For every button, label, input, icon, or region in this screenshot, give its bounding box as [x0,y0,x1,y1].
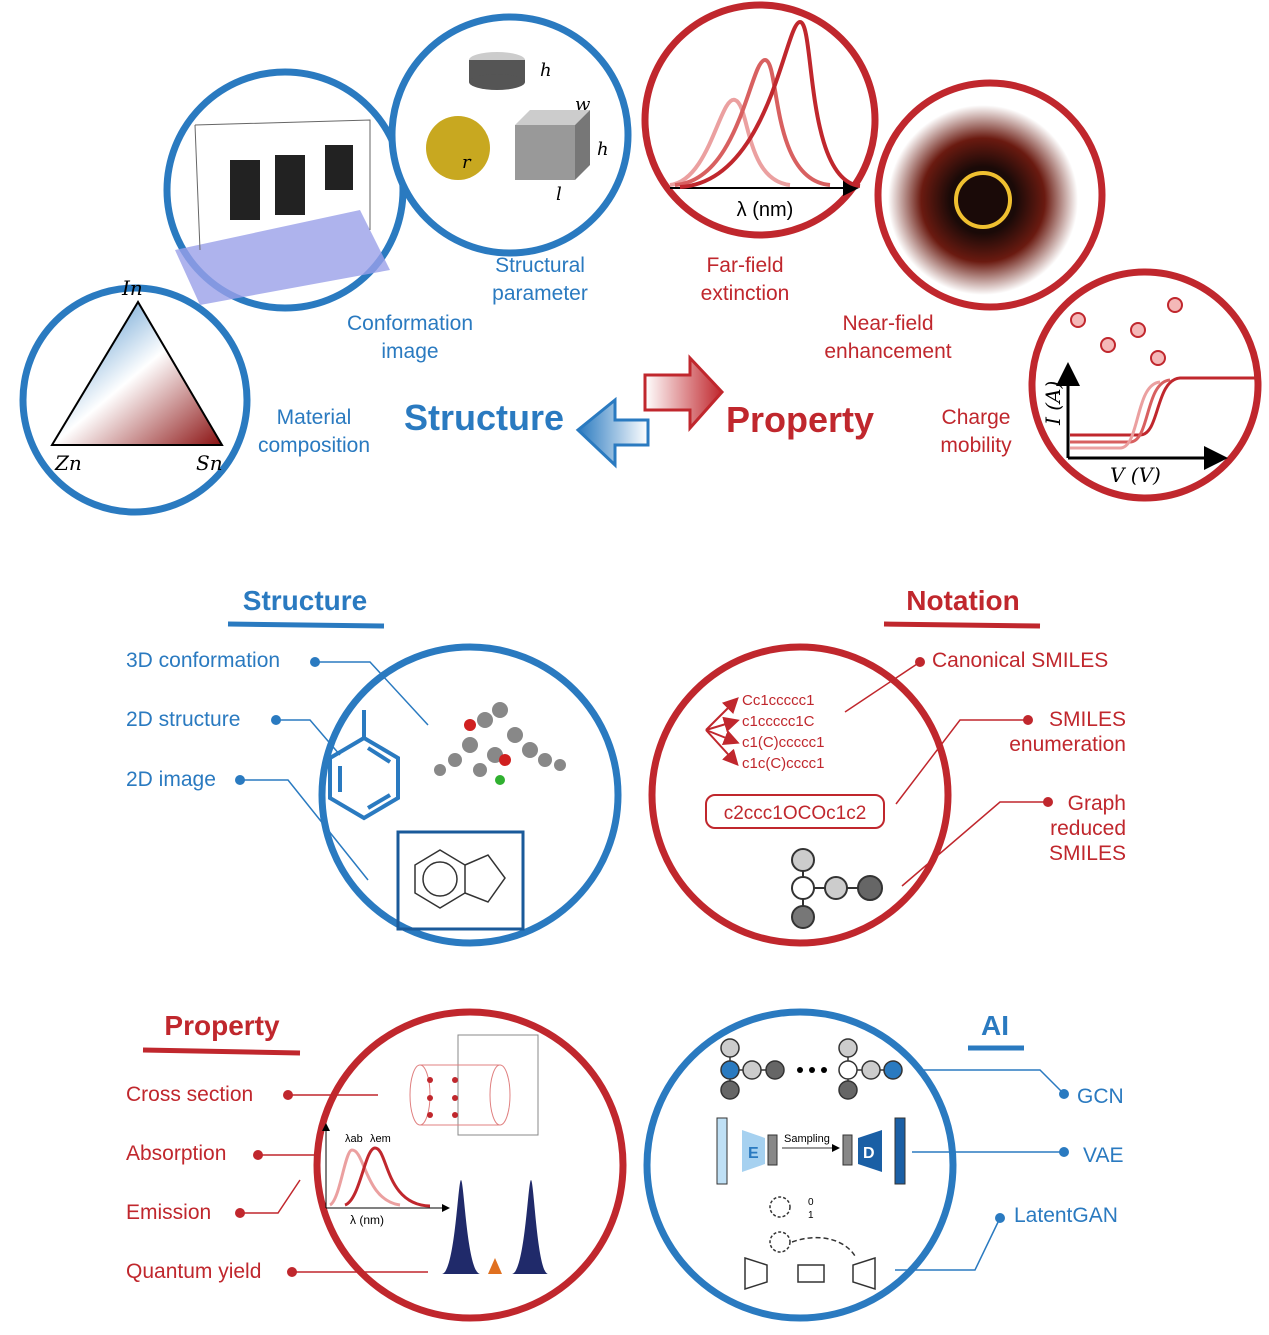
farfield-label: extinction [701,282,790,305]
near-field-circle [874,79,1106,311]
smiles-enumeration-label: SMILES [1049,708,1126,731]
nearfield-label: enhancement [824,340,951,363]
nearfield-label: Near-field [842,312,933,335]
lambda-em-label: λem [370,1133,391,1145]
vertex-sn: Sn [196,451,223,475]
canonical-smiles-box [705,794,885,829]
2d-image-label: 2D image [126,768,216,791]
quantum-yield-peaks [442,1180,548,1274]
material-label: Material [277,406,352,429]
property-circle [313,1008,627,1322]
conformation-label: image [381,340,438,363]
benzene-2d-structure [328,710,400,821]
ai-circle [643,1008,957,1322]
r-label: r [462,152,472,173]
conformation-image-circle [163,68,407,312]
absorption-label: Absorption [126,1142,226,1165]
2d-structure-label: 2D structure [126,708,240,731]
absorption-emission-spectrum: λab λem λ (nm) [322,1123,450,1227]
decoder-label: D [863,1145,875,1162]
charge-label: Charge [942,406,1011,429]
vae-label: VAE [1083,1144,1123,1167]
graph-reduced-smiles-label: SMILES [1049,842,1126,865]
structure-property-arrows [575,354,725,469]
material-composition-circle: In Zn Sn [19,276,251,516]
structural-parameter-circle: h h w l r [388,13,632,257]
smiles-variant: c1c(C)cccc1 [742,755,825,772]
conformation-label: Conformation [347,312,473,335]
canonical-smiles-label: Canonical SMILES [932,649,1108,672]
property-panel-title: Property [164,1010,280,1041]
quantum-yield-label: Quantum yield [126,1260,261,1283]
structural-label: parameter [492,282,588,305]
l-label: l [556,184,562,205]
h-label: h [597,139,609,160]
canonical-smiles-value: c2ccc1OCOc1c2 [724,803,867,824]
smiles-enumeration-label: enumeration [1009,733,1126,756]
smiles-variant: Cc1ccccc1 [742,692,815,709]
sampling-label: Sampling [784,1133,830,1145]
latentgan-label: LatentGAN [1014,1204,1118,1227]
2d-image-frame [396,830,525,931]
structure-heading: Structure [404,397,564,438]
smiles-variant: c1ccccc1C [742,713,815,730]
vertex-in: In [121,276,143,300]
emission-label: Emission [126,1201,211,1224]
gcn-graphs [720,1038,903,1100]
cross-section-label: Cross section [126,1083,253,1106]
gcn-label: GCN [1077,1085,1124,1108]
graph-reduced-smiles-label: reduced [1050,817,1126,840]
encoder-label: E [748,1145,759,1162]
3d-conformation-label: 3D conformation [126,649,280,672]
zero-label: 0 [808,1197,814,1208]
charge-mobility-circle: I (A) V (V) [1028,268,1262,502]
notation-circle [648,643,952,947]
structural-label: Structural [495,254,585,277]
charge-label: mobility [940,434,1012,457]
farfield-axis-label: λ (nm) [737,199,794,221]
vae-diagram: E Sampling D [716,1117,906,1185]
latentgan-diagram: 0 1 [744,1196,876,1291]
molecule-3d-model [434,702,566,785]
spectrum-axis-label: λ (nm) [350,1213,384,1227]
voltage-axis-label: V (V) [1110,463,1161,487]
vertex-zn: Zn [54,451,82,475]
property-heading: Property [726,399,874,440]
smiles-variant: c1(C)ccccc1 [742,734,825,751]
h-label: h [540,60,552,81]
one-label: 1 [808,1210,814,1221]
structure-panel-title: Structure [243,585,367,616]
material-label: composition [258,434,370,457]
reduced-graph [791,848,883,929]
lambda-ab-label: λab [345,1133,363,1145]
notation-panel-title: Notation [906,585,1020,616]
far-field-circle: λ (nm) [641,1,879,239]
current-axis-label: I (A) [1041,381,1065,426]
graph-reduced-smiles-label: Graph [1068,792,1126,815]
w-label: w [575,94,591,115]
structure-circle [318,643,622,947]
ai-panel-title: AI [981,1010,1009,1041]
farfield-label: Far-field [706,254,783,277]
cross-section-illustration [409,1034,539,1136]
